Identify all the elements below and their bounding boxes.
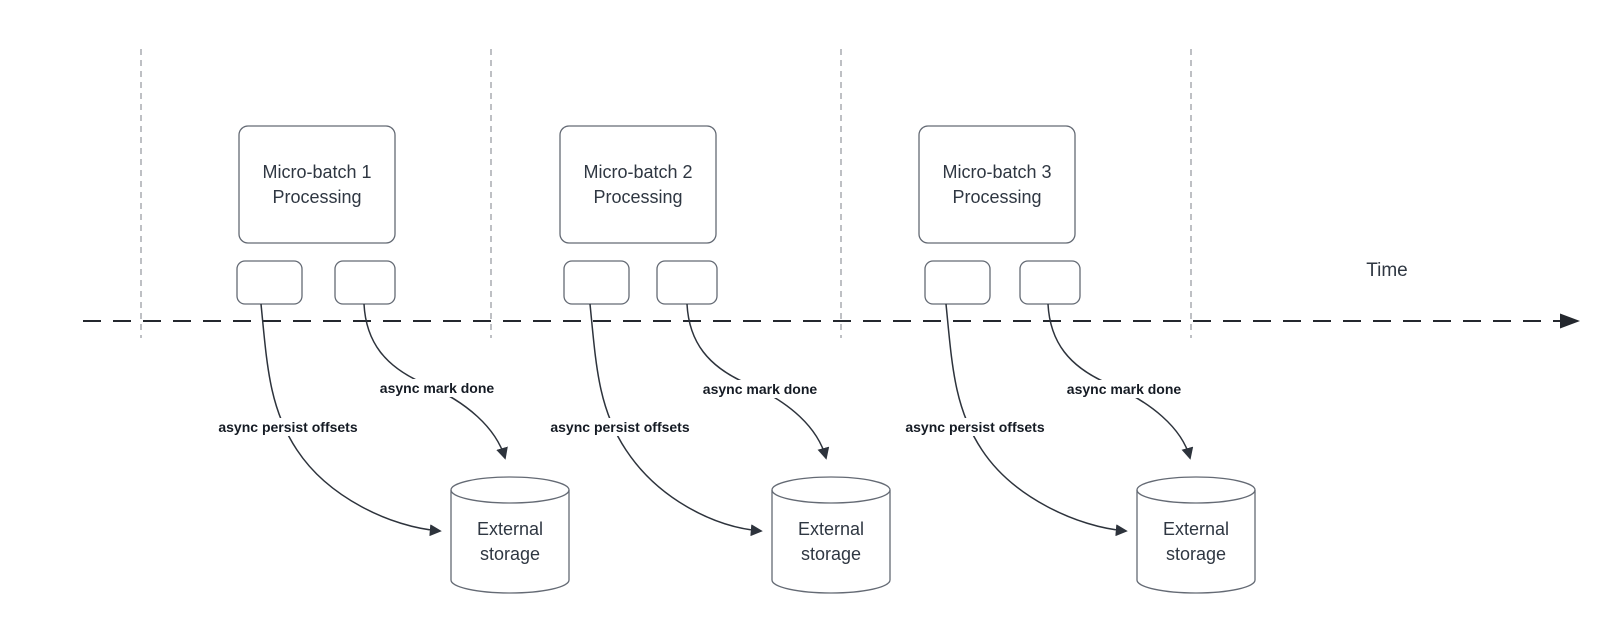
batch-3-task-box-right: [1019, 260, 1081, 305]
mark-done-label-3: async mark done: [1063, 380, 1185, 398]
persist-offsets-label-3: async persist offsets: [902, 418, 1048, 436]
mark-done-label-2: async mark done: [699, 380, 821, 398]
external-storage-label-3-line2: storage: [1165, 544, 1227, 564]
external-storage-cylinder-1-lid: [450, 489, 570, 504]
micro-batch-3-title-line1: Micro-batch 3: [942, 161, 1052, 182]
persist-offsets-arrow-3: [945, 303, 1128, 537]
micro-batch-2-title-line2: Processing: [593, 186, 683, 207]
external-storage-label-2-line1: External: [797, 519, 865, 539]
time-axis-label: Time: [1366, 260, 1408, 281]
batch-1-task-box-left: [236, 260, 303, 305]
external-storage-cylinder-2-lid: [771, 489, 891, 504]
micro-batch-1-title-line2: Processing: [272, 186, 362, 207]
micro-batch-3-title-line2: Processing: [952, 186, 1042, 207]
batch-2-task-box-right: [656, 260, 718, 305]
micro-batch-2-box: [559, 125, 717, 244]
batch-2-task-box-left: [563, 260, 630, 305]
external-storage-cylinder-3-lid: [1136, 489, 1256, 504]
persist-offsets-label-1: async persist offsets: [215, 418, 361, 436]
persist-offsets-arrow-2: [589, 303, 763, 537]
external-storage-label-2: External storage: [772, 492, 890, 592]
external-storage-label-2-line2: storage: [800, 544, 862, 564]
micro-batch-3-title: Micro-batch 3 Processing: [919, 126, 1075, 243]
external-storage-label-3: External storage: [1137, 492, 1255, 592]
micro-batch-1-box: [238, 125, 396, 244]
batch-1-task-box-right: [334, 260, 396, 305]
micro-batch-2-title-line1: Micro-batch 2: [583, 161, 693, 182]
time-axis-arrowhead: [1560, 313, 1580, 329]
external-storage-cylinder-1: [450, 476, 570, 594]
micro-batch-3-box: [918, 125, 1076, 244]
micro-batch-1-title: Micro-batch 1 Processing: [239, 126, 395, 243]
external-storage-label-1-line2: storage: [479, 544, 541, 564]
mark-done-label-1: async mark done: [376, 379, 498, 397]
external-storage-label-1: External storage: [451, 492, 569, 592]
persist-offsets-label-2: async persist offsets: [547, 418, 693, 436]
batch-3-task-box-left: [924, 260, 991, 305]
micro-batch-2-title: Micro-batch 2 Processing: [560, 126, 716, 243]
micro-batch-1-title-line1: Micro-batch 1: [262, 161, 372, 182]
persist-offsets-arrow-1: [260, 303, 442, 537]
external-storage-cylinder-2: [771, 476, 891, 594]
external-storage-label-1-line1: External: [476, 519, 544, 539]
external-storage-cylinder-3: [1136, 476, 1256, 594]
external-storage-label-3-line1: External: [1162, 519, 1230, 539]
